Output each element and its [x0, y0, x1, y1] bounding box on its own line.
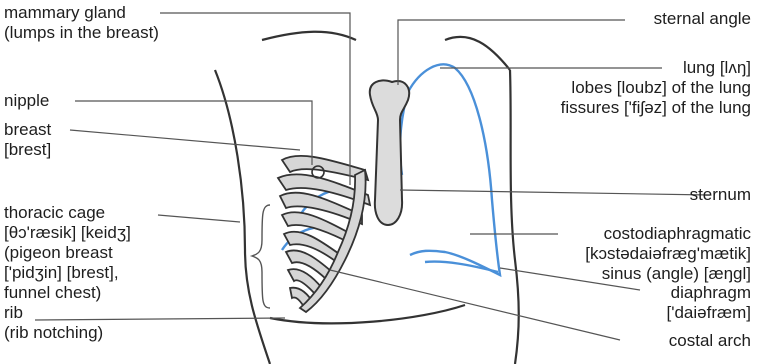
label-breast-title: breast	[4, 120, 51, 140]
label-sternal-angle: sternal angle	[654, 9, 751, 29]
label-diaphragm-phonetic: ['daiəfræm]	[667, 303, 752, 323]
label-thoracic-cage-note-1: (pigeon breast	[4, 243, 131, 263]
label-costal-arch-text: costal arch	[669, 331, 751, 351]
label-rib-note: (rib notching)	[4, 323, 103, 343]
label-rib: rib (rib notching)	[4, 303, 103, 343]
label-lung-lobes: lobes [loubz] of the lung	[561, 78, 751, 98]
label-costal-arch: costal arch	[669, 331, 751, 351]
label-lung-fissures: fissures ['fiʃəz] of the lung	[561, 98, 751, 118]
label-lung-title: lung [lʌŋ]	[561, 58, 751, 78]
label-lung: lung [lʌŋ] lobes [loubz] of the lung fis…	[561, 58, 751, 118]
label-mammary-gland-note: (lumps in the breast)	[4, 23, 159, 43]
label-breast: breast [brest]	[4, 120, 51, 160]
label-sternum: sternum	[690, 185, 751, 205]
label-costodiaphragmatic: costodiaphragmatic [kɔstədaiəfræg'mætik]…	[585, 224, 751, 284]
label-costodiaphragmatic-title: costodiaphragmatic	[585, 224, 751, 244]
label-nipple-text: nipple	[4, 91, 49, 111]
label-mammary-gland-title: mammary gland	[4, 3, 159, 23]
label-breast-phonetic: [brest]	[4, 140, 51, 160]
label-diaphragm-title: diaphragm	[667, 283, 752, 303]
label-mammary-gland: mammary gland (lumps in the breast)	[4, 3, 159, 43]
thoracic-cage-brace	[252, 205, 270, 308]
label-sternal-angle-text: sternal angle	[654, 9, 751, 29]
label-rib-title: rib	[4, 303, 103, 323]
label-thoracic-cage-phonetic: [θɔ'ræsik] [keidʒ]	[4, 223, 131, 243]
rib-cage	[278, 156, 370, 312]
label-nipple: nipple	[4, 91, 49, 111]
sternum-bone	[370, 81, 409, 225]
label-thoracic-cage-note-2: ['pidʒin] [brest],	[4, 263, 131, 283]
label-diaphragm: diaphragm ['daiəfræm]	[667, 283, 752, 323]
label-thoracic-cage: thoracic cage [θɔ'ræsik] [keidʒ] (pigeon…	[4, 203, 131, 303]
label-thoracic-cage-note-3: funnel chest)	[4, 283, 131, 303]
label-sternum-text: sternum	[690, 185, 751, 205]
label-costodiaphragmatic-sinus: sinus (angle) [æŋgl]	[585, 264, 751, 284]
label-thoracic-cage-title: thoracic cage	[4, 203, 131, 223]
label-costodiaphragmatic-phonetic: [kɔstədaiəfræg'mætik]	[585, 244, 751, 264]
